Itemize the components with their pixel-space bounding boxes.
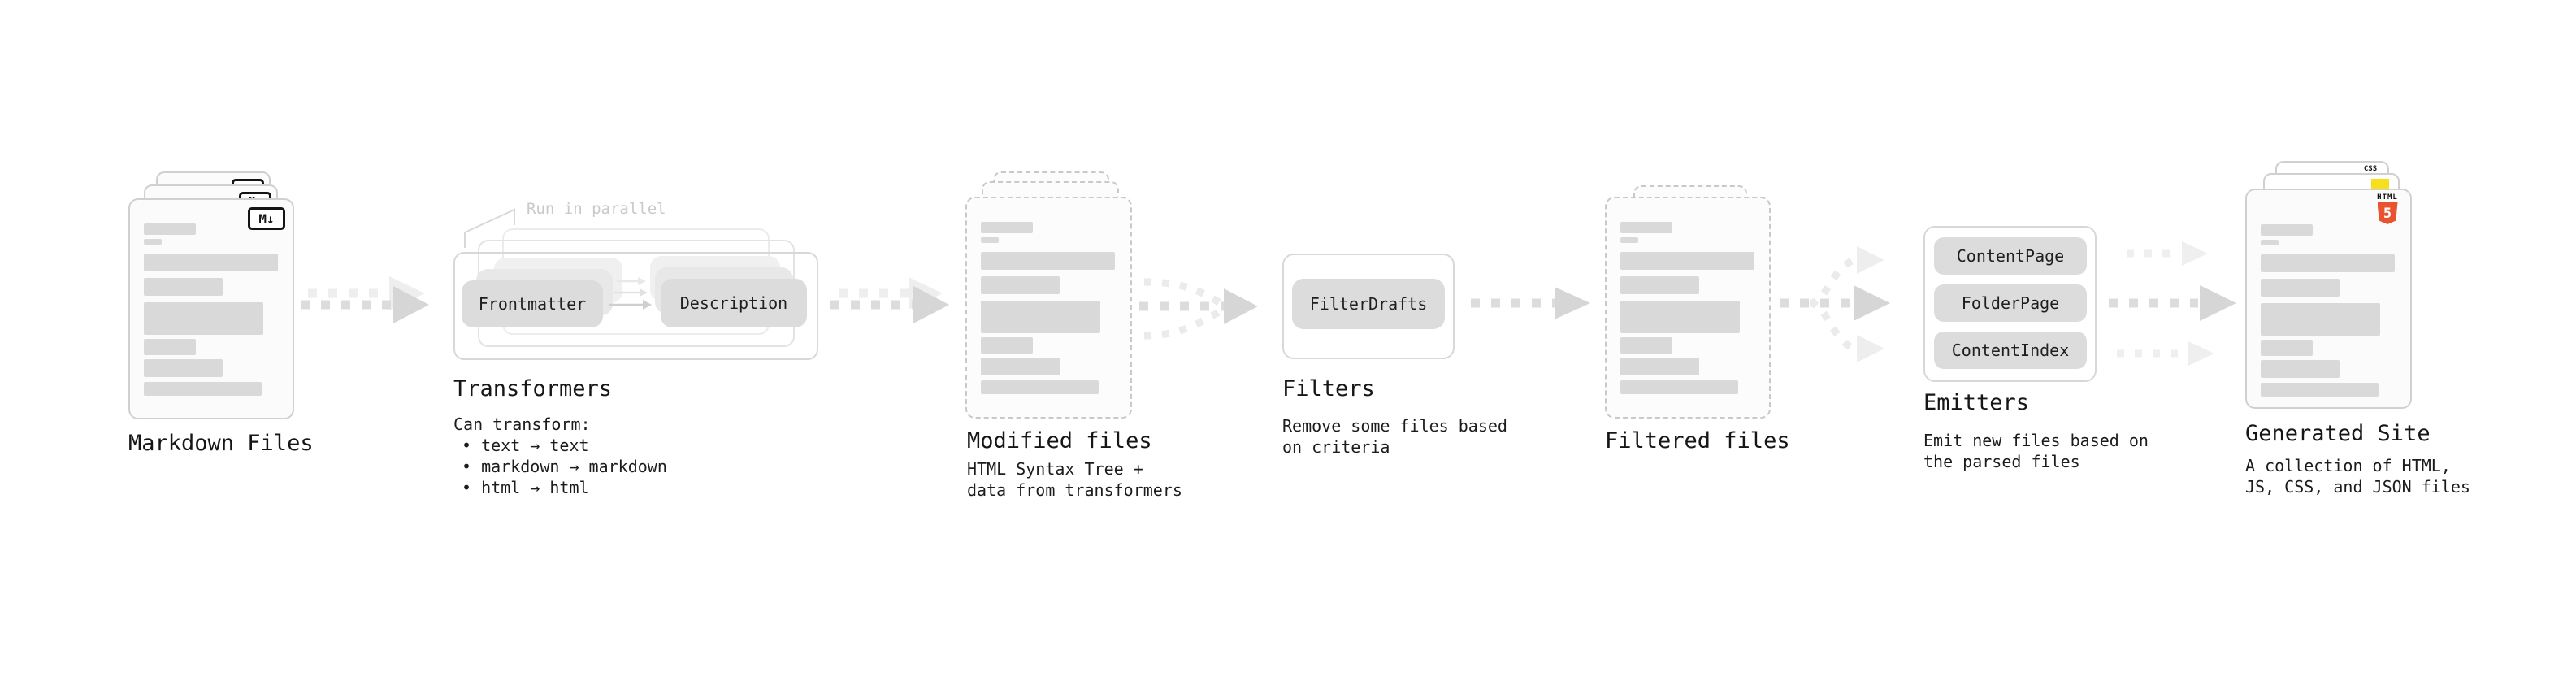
- html5-icon-text: HTML: [2377, 193, 2398, 202]
- desc-line: data from transformers: [967, 480, 1182, 500]
- html5-icon-shield: 5: [2377, 202, 2398, 224]
- frontmatter-box: Frontmatter: [462, 280, 603, 327]
- text-line-placeholder: [144, 382, 262, 396]
- text-line-placeholder: [144, 239, 162, 245]
- text-line-placeholder: [981, 301, 1100, 333]
- transformer-layer-outline-front: [453, 252, 818, 360]
- arrow-markdown-to-transformers: [301, 276, 429, 323]
- text-line-placeholder: [2261, 224, 2313, 236]
- filtered-files-label: Filtered files: [1605, 428, 1790, 453]
- arrow-transformers-to-modified: [830, 277, 949, 323]
- text-line-placeholder: [1620, 276, 1699, 294]
- run-in-parallel-annotation: Run in parallel: [527, 200, 666, 218]
- text-line-placeholders: [1620, 222, 1754, 394]
- arrow-modified-to-filters: [1139, 278, 1258, 340]
- markdown-files-label: Markdown Files: [128, 431, 314, 456]
- arrow-filtered-to-emitters: [1780, 246, 1890, 362]
- generated-site-label: Generated Site: [2245, 421, 2431, 446]
- filters-description: Remove some files based on criteria: [1282, 415, 1507, 458]
- text-line-placeholder: [144, 254, 278, 271]
- css-icon-text: CSS: [2363, 165, 2378, 173]
- folderpage-box: FolderPage: [1934, 284, 2087, 322]
- arrow-emitters-to-generated: [2109, 241, 2236, 366]
- transformers-label: Transformers: [453, 376, 613, 401]
- text-line-placeholder: [1620, 380, 1738, 394]
- text-line-placeholder: [144, 359, 223, 377]
- text-line-placeholder: [1620, 237, 1638, 243]
- markdown-icon: M↓: [248, 207, 285, 230]
- desc-line: the parsed files: [1923, 452, 2080, 471]
- emitters-description: Emit new files based on the parsed files: [1923, 430, 2149, 472]
- text-line-placeholders: [981, 222, 1115, 394]
- text-line-placeholder: [1620, 252, 1754, 270]
- text-line-placeholder: [144, 302, 263, 335]
- arrow-filters-to-filtered: [1471, 287, 1590, 319]
- text-line-placeholder: [981, 337, 1033, 354]
- js-icon: [2371, 179, 2389, 189]
- text-line-placeholders: [144, 223, 278, 396]
- text-line-placeholder: [981, 237, 999, 243]
- bullet-item: • text → text: [462, 436, 589, 455]
- description-box: Description: [661, 279, 807, 327]
- text-line-placeholder: [981, 276, 1060, 294]
- text-line-placeholder: [2261, 254, 2395, 272]
- transformers-description: Can transform: • text → text • markdown …: [453, 414, 667, 498]
- desc-line: Emit new files based on: [1923, 431, 2149, 450]
- text-line-placeholder: [144, 278, 223, 296]
- text-line-placeholder: [981, 380, 1099, 394]
- modified-files-label: Modified files: [967, 428, 1152, 453]
- contentindex-box: ContentIndex: [1934, 332, 2087, 369]
- transformers-desc-intro: Can transform:: [453, 414, 591, 434]
- desc-line: A collection of HTML,: [2245, 456, 2451, 475]
- text-line-placeholder: [981, 358, 1060, 375]
- html-file-card: HTML 5: [2245, 189, 2412, 409]
- text-line-placeholder: [144, 223, 196, 235]
- text-line-placeholders: [2261, 224, 2395, 397]
- emitters-label: Emitters: [1923, 390, 2030, 415]
- modified-files-description: HTML Syntax Tree + data from transformer…: [967, 458, 1182, 501]
- text-line-placeholder: [2261, 303, 2380, 336]
- text-line-placeholder: [981, 222, 1033, 233]
- text-line-placeholder: [1620, 358, 1699, 375]
- modified-file-card-front: [965, 197, 1132, 419]
- text-line-placeholder: [2261, 383, 2379, 397]
- text-line-placeholder: [2261, 340, 2313, 356]
- annotation-leader-line: [464, 208, 515, 248]
- contentpage-box: ContentPage: [1934, 237, 2087, 275]
- text-line-placeholder: [1620, 301, 1740, 333]
- filters-label: Filters: [1282, 376, 1375, 401]
- text-line-placeholder: [2261, 360, 2340, 378]
- text-line-placeholder: [144, 339, 196, 355]
- text-line-placeholder: [1620, 337, 1672, 354]
- transformers-bullet-list: • text → text • markdown → markdown • ht…: [453, 435, 667, 498]
- desc-line: HTML Syntax Tree +: [967, 459, 1143, 479]
- text-line-placeholder: [2261, 240, 2279, 245]
- html5-icon: HTML 5: [2374, 194, 2401, 224]
- bullet-item: • markdown → markdown: [462, 457, 667, 476]
- filtered-file-card-front: [1605, 197, 1771, 419]
- transform-step-arrows: [609, 277, 652, 310]
- desc-line: Remove some files based: [1282, 416, 1507, 436]
- markdown-file-card-front: M↓: [128, 198, 294, 419]
- text-line-placeholder: [2261, 279, 2340, 297]
- desc-line: JS, CSS, and JSON files: [2245, 477, 2470, 497]
- text-line-placeholder: [981, 252, 1115, 270]
- bullet-item: • html → html: [462, 478, 589, 497]
- text-line-placeholder: [1620, 222, 1672, 233]
- desc-line: on criteria: [1282, 437, 1390, 457]
- generated-site-description: A collection of HTML, JS, CSS, and JSON …: [2245, 455, 2470, 497]
- filterdrafts-box: FilterDrafts: [1292, 279, 1445, 329]
